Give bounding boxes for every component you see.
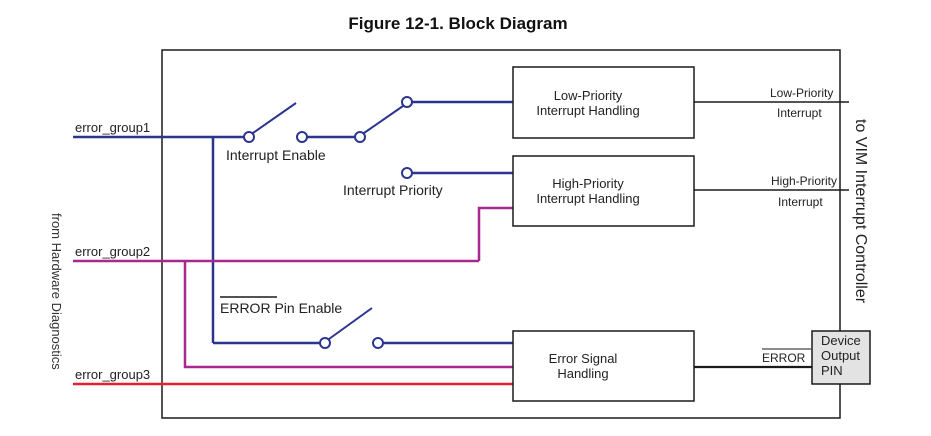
interrupt-enable-switch-lever [252, 102, 297, 134]
error-output-label: ERROR [762, 351, 806, 365]
interrupt-priority-switch-lever [363, 105, 404, 134]
interrupt-priority-low-contact [401, 96, 413, 108]
svg-text:Low-Priority: Low-Priority [554, 88, 623, 103]
error-pin-enable-switch-contact-b [372, 337, 384, 349]
svg-text:Output: Output [821, 348, 860, 363]
svg-text:High-Priority: High-Priority [552, 176, 624, 191]
error-overline-text: ERROR [220, 300, 271, 316]
svg-text:Handling: Handling [557, 366, 608, 381]
error-pin-enable-label: ERROR Pin Enable [220, 300, 342, 316]
svg-text:Interrupt Handling: Interrupt Handling [536, 103, 639, 118]
interrupt-enable-label: Interrupt Enable [226, 147, 326, 163]
input-source-label: from Hardware Diagnostics [49, 213, 64, 370]
svg-text:Device: Device [821, 333, 861, 348]
low-priority-output-label-2: Interrupt [777, 106, 822, 120]
error-group3-label: error_group3 [75, 367, 150, 382]
module-boundary [161, 49, 841, 419]
svg-text:Interrupt Handling: Interrupt Handling [536, 191, 639, 206]
svg-text:Error Signal: Error Signal [549, 351, 618, 366]
error-group1-label: error_group1 [75, 120, 150, 135]
interrupt-priority-label: Interrupt Priority [343, 182, 443, 198]
error-group2-path [73, 206, 514, 369]
error-group1-path [73, 96, 513, 349]
low-priority-output-label-1: Low-Priority [770, 86, 833, 100]
error-group2-label: error_group2 [75, 244, 150, 259]
interrupt-priority-switch-pivot [354, 131, 366, 143]
high-priority-output-label-2: Interrupt [778, 195, 823, 209]
svg-text:PIN: PIN [821, 363, 843, 378]
low-priority-block: Low-Priority Interrupt Handling [512, 66, 695, 139]
interrupt-enable-switch-contact-b [296, 131, 308, 143]
interrupt-priority-high-contact [401, 167, 413, 179]
interrupt-enable-switch-contact-a [243, 131, 255, 143]
error-pin-enable-switch-contact-a [319, 337, 331, 349]
error-signal-block: Error Signal Handling [512, 330, 695, 402]
error-pin-enable-switch-lever [328, 307, 373, 340]
high-priority-output-label-1: High-Priority [771, 174, 837, 188]
device-output-pin: Device Output PIN [811, 330, 871, 385]
high-priority-block: High-Priority Interrupt Handling [512, 155, 695, 227]
figure-title: Figure 12-1. Block Diagram [348, 14, 567, 33]
output-destination-label: to VIM Interrupt Controller [852, 119, 869, 304]
